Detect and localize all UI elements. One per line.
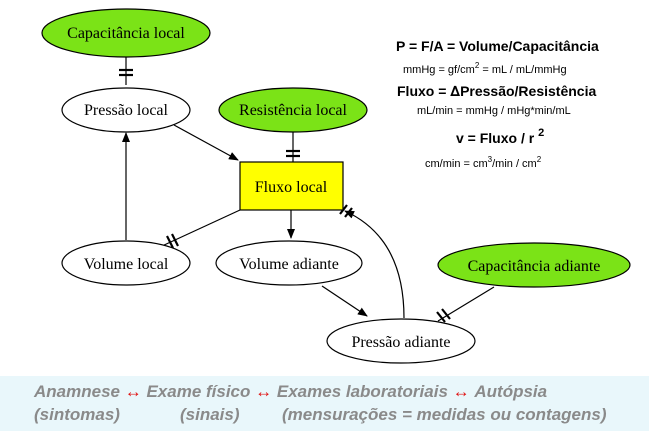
footer-mensuracoes: (mensurações = medidas ou contagens) bbox=[282, 405, 607, 424]
ticks-fluxo-volume-local bbox=[166, 233, 179, 249]
node-pressao-adiante: Pressão adiante bbox=[351, 334, 450, 351]
footer-line-meanings: (sintomas) (sinais) (mensurações = medidas… bbox=[34, 405, 607, 425]
node-fluxo-local-shape bbox=[239, 161, 344, 211]
node-capacitancia-adiante: Capacitância adiante bbox=[468, 258, 601, 275]
footer-arrow-3: ↔ bbox=[452, 382, 470, 401]
formula-pressure: P = F/A = Volume/Capacitância bbox=[396, 38, 599, 54]
footer-anamnese: Anamnese bbox=[34, 382, 120, 401]
node-resistencia-local: Resistência local bbox=[239, 102, 348, 119]
node-pressao-local-shape bbox=[61, 87, 191, 133]
footer-sinais: (sinais) bbox=[180, 405, 240, 424]
node-volume-local-shape bbox=[61, 240, 191, 286]
node-pressao-adiante-shape bbox=[326, 318, 476, 364]
footer-band: Anamnese ↔ Exame físico ↔ Exames laborat… bbox=[0, 376, 649, 431]
footer-exame-fisico: Exame físico bbox=[146, 382, 251, 401]
footer-line-sources: Anamnese ↔ Exame físico ↔ Exames laborat… bbox=[34, 382, 547, 402]
node-resistencia-local-shape bbox=[218, 87, 368, 133]
node-fluxo-local: Fluxo local bbox=[255, 179, 328, 196]
ticks-resistencia bbox=[286, 149, 300, 158]
footer-arrow-1: ↔ bbox=[124, 382, 142, 401]
formula-velocity-units: cm/min = cm3/min / cm2 bbox=[425, 155, 542, 170]
formula-pressure-units: mmHg = gf/cm2 = mL / mL/mmHg bbox=[403, 61, 567, 76]
node-volume-local: Volume local bbox=[84, 256, 169, 273]
node-capacitancia-local-shape bbox=[41, 8, 211, 58]
formula-flow: Fluxo = ∆Pressão/Resistência bbox=[397, 83, 596, 100]
node-capacitancia-local: Capacitância local bbox=[67, 25, 185, 42]
formula-velocity: v = Fluxo / r 2 bbox=[456, 127, 544, 146]
edge-volume-adiante-pressao-adiante bbox=[321, 285, 368, 317]
footer-exames-laboratoriais: Exames laboratoriais bbox=[276, 382, 448, 401]
node-volume-adiante-shape bbox=[215, 240, 363, 286]
edge-fluxo-volume-local bbox=[161, 209, 241, 247]
ticks-cap-adiante bbox=[436, 308, 451, 323]
edge-pressao-adiante-fluxo bbox=[344, 210, 405, 319]
node-pressao-local: Pressão local bbox=[84, 102, 169, 119]
footer-arrow-2: ↔ bbox=[255, 382, 273, 401]
edge-pressao-local-fluxo bbox=[173, 124, 239, 161]
node-capacitancia-adiante-shape bbox=[437, 242, 631, 288]
causal-diagram: Capacitância local Pressão local Resistê… bbox=[41, 8, 631, 364]
formula-flow-units: mL/min = mmHg / mHg*min/mL bbox=[417, 105, 571, 117]
ticks-cap-local bbox=[119, 68, 133, 77]
footer-sintomas: (sintomas) bbox=[34, 405, 120, 424]
footer-autopsia: Autópsia bbox=[474, 382, 548, 401]
node-volume-adiante: Volume adiante bbox=[239, 256, 339, 273]
